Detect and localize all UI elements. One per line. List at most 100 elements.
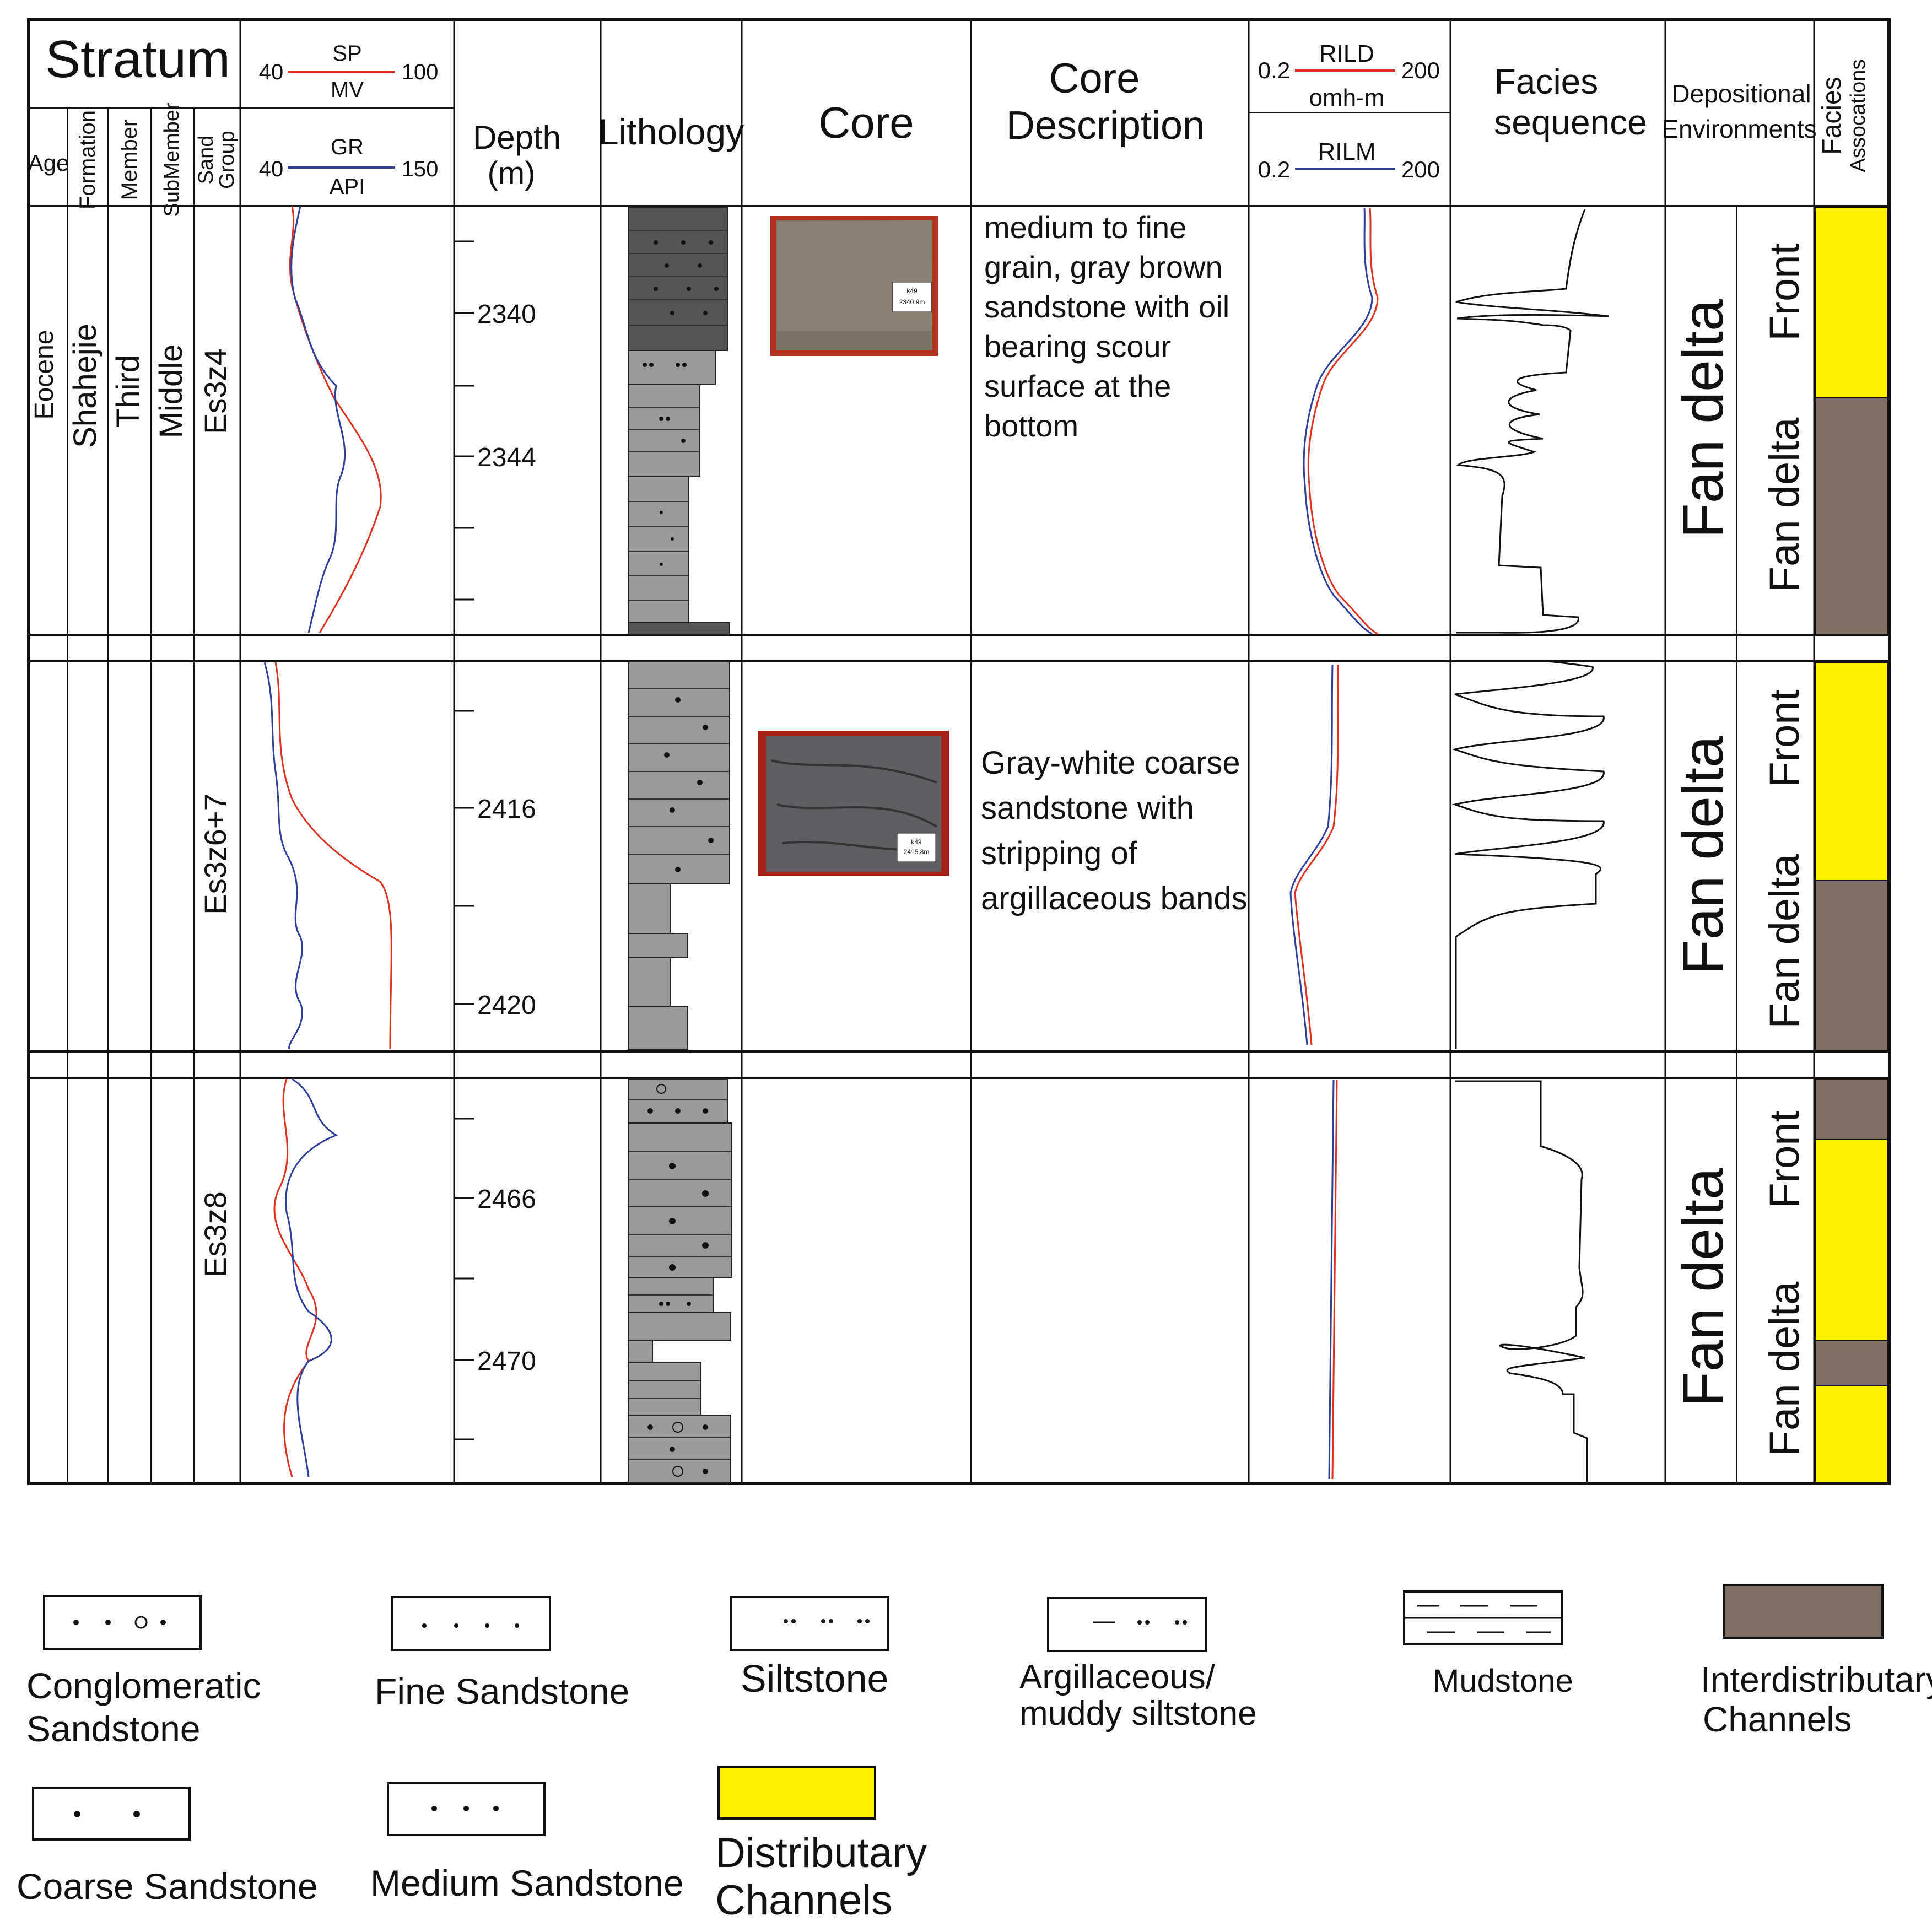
interdistributary-channel-bar: [1815, 880, 1888, 1051]
rild-curve-section-2: [1294, 664, 1339, 1045]
subenvironment-label: Front: [1761, 1110, 1808, 1208]
legend-medium-sandstone: Medium Sandstone: [370, 1782, 684, 1903]
core-description-line: stripping of: [981, 835, 1138, 871]
age-header: Age: [28, 150, 69, 176]
legend-conglomeratic-sandstone: Conglomeratic Sandstone: [26, 1595, 261, 1749]
interdistributary-channel-bar: [1815, 1078, 1888, 1140]
depositional-header-1: Depositional: [1671, 79, 1811, 108]
outer-frame: [27, 18, 1891, 1485]
depth-header-2: (m): [488, 155, 536, 191]
sp-curve-section-1: [289, 206, 382, 633]
environment-label: Fan delta: [1671, 736, 1735, 975]
lithology-bed: [628, 1362, 701, 1416]
legend-label: Coarse Sandstone: [17, 1866, 318, 1907]
lithology-bed: [628, 883, 671, 934]
core-description-line: surface at the: [984, 369, 1171, 403]
lithology-bed: [628, 957, 671, 1007]
lithology-bed: [628, 1122, 732, 1278]
formation-shahejie: Shahejie: [67, 323, 103, 448]
member-third: Third: [110, 355, 146, 428]
formation-header: Formation: [75, 110, 100, 209]
depositional-environments: Fan delta Front Fan delta Fan delta Fron…: [1671, 243, 1808, 1456]
core-photo-section-2: k49 2415.8m: [758, 731, 949, 876]
facies-sequence: [1451, 209, 1610, 1482]
rilm-label: RILM: [1318, 138, 1375, 165]
rilm-curve-section-1: [1303, 208, 1373, 635]
subenvironment-label: Fan delta: [1761, 854, 1808, 1029]
legend-label: Interdistributary: [1701, 1660, 1932, 1699]
legend-label: Sandstone: [26, 1708, 201, 1749]
lithology-bed: [628, 350, 716, 385]
subenvironment-label: Fan delta: [1761, 417, 1808, 592]
core-description-line: bottom: [984, 408, 1078, 443]
sand-group-es3z8: Es3z8: [198, 1191, 233, 1277]
depth-label: 2416: [477, 795, 536, 824]
depth-label: 2340: [477, 300, 536, 329]
facies-profile-section-1: [1455, 209, 1610, 634]
resistivity-curves: [1289, 208, 1379, 1480]
depth-label: 2420: [477, 991, 536, 1020]
distributary-channel-bar: [1815, 207, 1888, 398]
sp-max: 100: [402, 60, 439, 84]
legend: Conglomeratic Sandstone Fine Sandstone S…: [17, 1584, 1932, 1924]
core-header: Core: [818, 98, 914, 147]
facies-profile-section-2: [1451, 660, 1605, 1049]
legend-label: Distributary: [715, 1830, 927, 1876]
sp-label: SP: [332, 41, 361, 66]
core-photo-label: k49: [911, 838, 922, 846]
frame-grid: [27, 18, 1891, 1485]
rilm-min: 0.2: [1258, 156, 1290, 182]
submember-middle: Middle: [153, 344, 189, 439]
environment-label: Fan delta: [1671, 1168, 1735, 1407]
legend-distributary-channels: Distributary Channels: [715, 1766, 927, 1924]
core-description-line: argillaceous bands: [981, 881, 1248, 916]
rild-curve-section-1: [1307, 208, 1379, 635]
facies-assoc-header-2: Assocations: [1847, 60, 1870, 172]
legend-argillaceous-siltstone: Argillaceous/ muddy siltstone: [1019, 1597, 1257, 1733]
core-photo-label: 2415.8m: [904, 848, 930, 856]
rilm-max: 200: [1401, 156, 1440, 182]
interdistributary-channel-bar: [1815, 397, 1888, 635]
lithology-bed: [628, 207, 728, 351]
environment-label: Fan delta: [1671, 299, 1735, 538]
gr-curve-section-3: [285, 1078, 338, 1477]
lithology-header: Lithology: [598, 111, 744, 152]
gr-max: 150: [402, 157, 439, 181]
facies-sequence-header-1: Facies: [1494, 62, 1599, 101]
subenvironment-label: Front: [1761, 243, 1808, 341]
lithology-column: [628, 207, 732, 1483]
core-description-line: grain, gray brown: [984, 250, 1223, 284]
facies-associations: [1815, 207, 1888, 1483]
lithology-bed: [628, 661, 730, 884]
group-header: Group: [215, 131, 239, 189]
lithology-bed: [628, 1312, 731, 1341]
rild-label: RILD: [1319, 40, 1374, 67]
depth-header-1: Depth: [473, 119, 561, 156]
sand-header: Sand: [195, 136, 218, 185]
depth-label: 2466: [477, 1185, 536, 1214]
core-photos: k49 2340.9m k49 2415.8m: [758, 216, 949, 876]
legend-label: Mudstone: [1433, 1663, 1573, 1699]
member-header: Member: [117, 120, 142, 201]
legend-label: Channels: [1703, 1699, 1852, 1739]
subenvironment-label: Front: [1761, 689, 1808, 787]
distributary-channel-bar: [1815, 1139, 1888, 1341]
legend-label: Channels: [715, 1877, 892, 1924]
rild-curve-section-3: [1331, 1080, 1338, 1480]
age-eocene: Eocene: [30, 330, 59, 420]
lithology-bed: [628, 476, 689, 623]
rilm-curve-section-2: [1289, 664, 1334, 1045]
lithology-bed: [628, 622, 730, 635]
lithology-bed: [628, 1006, 688, 1050]
lithology-bed: [628, 1340, 653, 1363]
core-photo-label: 2340.9m: [899, 298, 925, 306]
legend-interdistributary-channels: Interdistributary Channels: [1701, 1584, 1932, 1739]
core-description-line: bearing scour: [984, 329, 1171, 364]
facies-assoc-header-1: Facies: [1817, 77, 1847, 154]
core-photo-section-1: k49 2340.9m: [770, 216, 938, 356]
rild-min: 0.2: [1258, 57, 1290, 83]
depth-label: 2344: [477, 443, 536, 472]
legend-label: Fine Sandstone: [375, 1671, 629, 1712]
gr-curve-section-1: [290, 206, 346, 633]
sp-curve-section-2: [274, 662, 392, 1050]
